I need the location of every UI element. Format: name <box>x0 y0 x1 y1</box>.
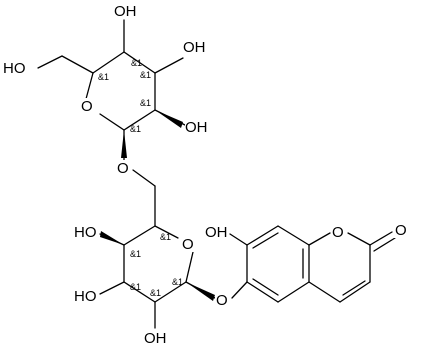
atom-label-ho-g2: HO <box>74 288 97 305</box>
wedge-bond <box>186 282 215 301</box>
stereo-labels: &1 &1 &1 &1 &1 &1 &1 &1 &1 &1 <box>98 58 183 298</box>
stereo-label: &1 <box>130 124 141 134</box>
atom-labels: OH OH OH HO O O O HO HO OH O OH O O <box>3 2 408 347</box>
atom-label-o-glyco: O <box>216 292 228 309</box>
stereo-label: &1 <box>130 282 141 292</box>
wedge-bond <box>121 130 127 158</box>
stereo-label: &1 <box>140 70 151 80</box>
atom-label-o-ring2: O <box>182 236 194 253</box>
atom-label-oh-coum: OH <box>205 224 228 241</box>
atom-label-o-link: O <box>117 160 129 177</box>
stereo-label: &1 <box>140 98 151 108</box>
atom-label-o-carbonyl: O <box>395 222 407 239</box>
atom-label-ho-g1: HO <box>74 224 97 241</box>
coumarin-rings <box>229 225 396 303</box>
atom-label-oh-top: OH <box>114 3 137 20</box>
atom-label-o-coum-ring: O <box>332 224 344 241</box>
atom-label-oh-g3: OH <box>144 330 167 347</box>
stereo-label: &1 <box>130 249 141 259</box>
atom-label-ho-left: HO <box>3 60 26 77</box>
upper-sugar-ring <box>37 19 186 187</box>
atom-label-oh-mid: OH <box>185 119 208 136</box>
atom-label-o-ring1: O <box>81 98 93 115</box>
stereo-label: &1 <box>160 232 171 242</box>
stereo-label: &1 <box>131 58 142 68</box>
wedge-bond <box>155 110 183 128</box>
stereo-label: &1 <box>98 72 109 82</box>
stereo-label: &1 <box>172 277 183 287</box>
wedge-bond <box>100 231 124 245</box>
atom-label-oh-right: OH <box>183 39 206 56</box>
stereo-label: &1 <box>150 288 161 298</box>
